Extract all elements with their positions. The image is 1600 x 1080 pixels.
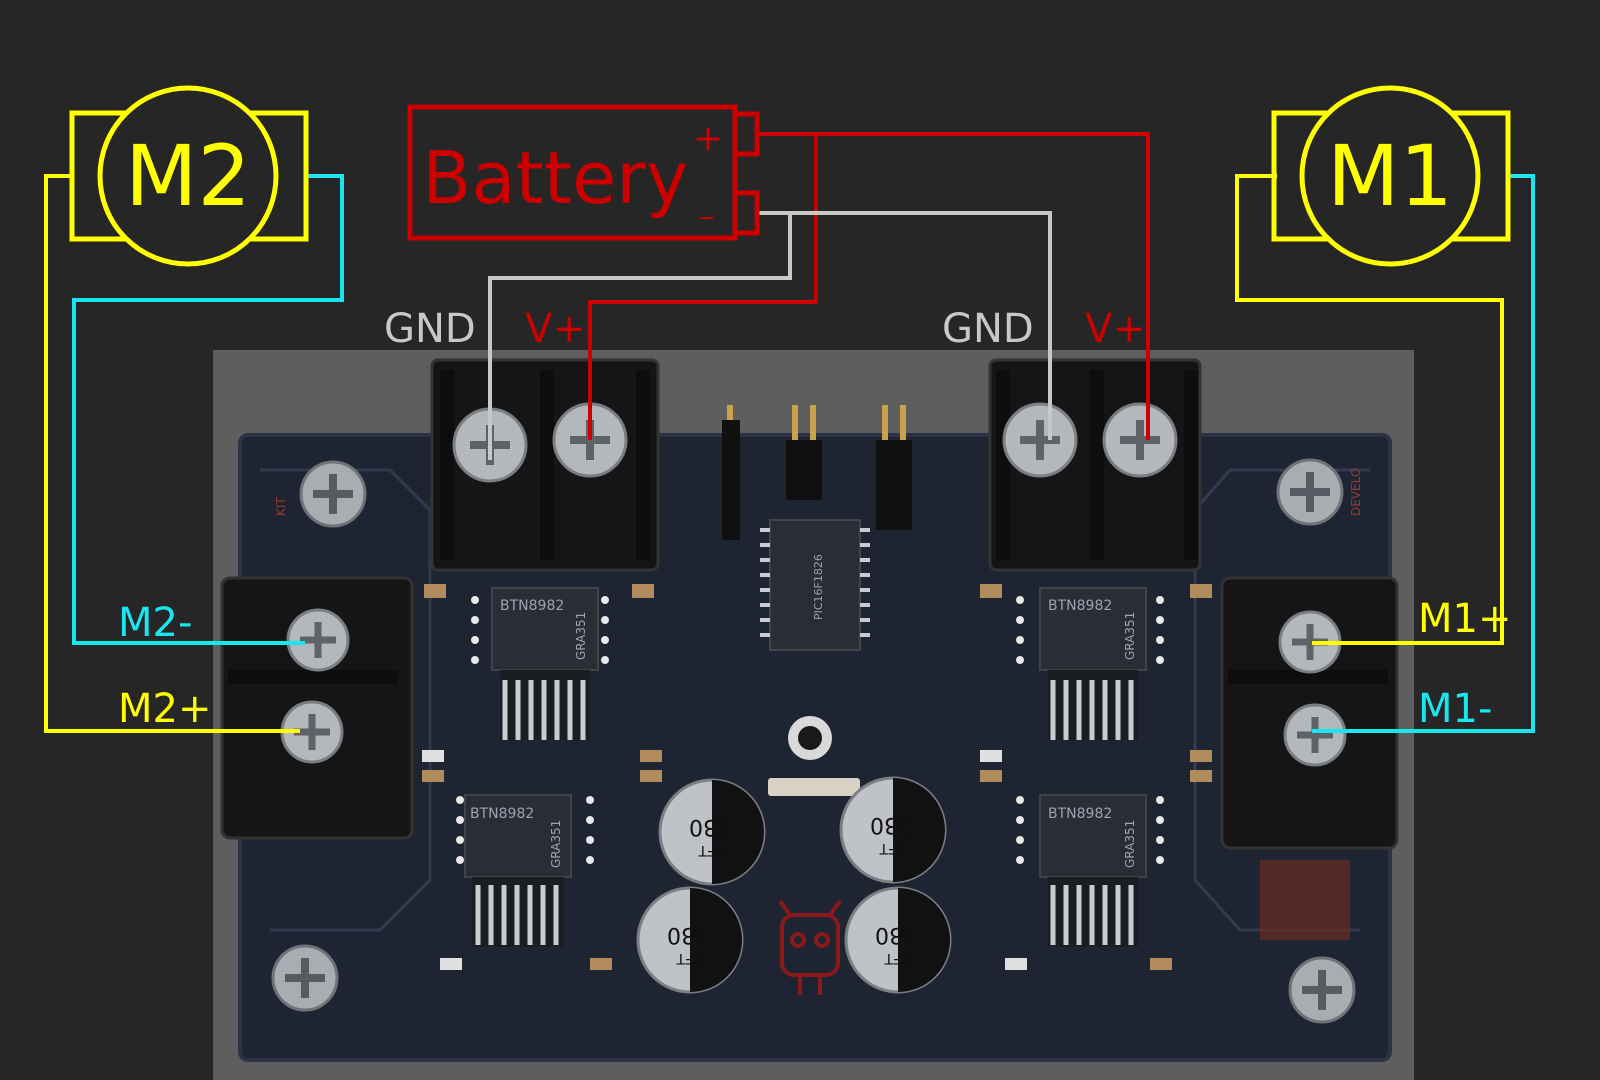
battery-plus-terminal bbox=[732, 111, 760, 157]
label-m2-minus: M2- bbox=[118, 600, 192, 646]
microcontroller-chip: PIC16F1826 bbox=[760, 519, 870, 651]
battery-label: Battery bbox=[422, 136, 688, 220]
mcu-marking: PIC16F1826 bbox=[812, 554, 825, 620]
capacitor: 330 HFT bbox=[636, 886, 744, 994]
power-terminal-block-left bbox=[430, 358, 660, 572]
wire-m1-plus bbox=[1235, 174, 1504, 645]
board-corner-label-right: DEVELO bbox=[1349, 468, 1363, 516]
wire-m2-plus bbox=[44, 174, 300, 733]
header-middle bbox=[786, 440, 822, 500]
cap-code: HFT bbox=[676, 950, 703, 966]
driver-chip-top-left: BTN8982 GRA351 bbox=[491, 587, 599, 740]
cap-code: HFT bbox=[698, 842, 725, 858]
chip-marking: BTN8982 bbox=[500, 598, 564, 614]
battery-minus-sign: _ bbox=[699, 190, 714, 220]
screw-head-icon bbox=[299, 460, 367, 528]
driver-chip-top-right: BTN8982 GRA351 bbox=[1039, 587, 1147, 740]
motor-m2-label: M2 bbox=[125, 127, 251, 225]
cap-value: 330 bbox=[689, 814, 731, 839]
screw-head-icon bbox=[271, 944, 339, 1012]
label-vplus-right: V+ bbox=[1085, 306, 1146, 352]
capacitor: 330 HFT bbox=[844, 886, 952, 994]
chip-code: GRA351 bbox=[574, 612, 588, 660]
chip-code: GRA351 bbox=[1123, 820, 1137, 868]
label-gnd-right: GND bbox=[942, 306, 1034, 352]
capacitor: 330 HFT bbox=[839, 776, 947, 884]
crystal bbox=[768, 778, 860, 796]
motor-m1-symbol: M1 bbox=[1271, 85, 1511, 267]
wire-battery-plus-left bbox=[588, 134, 818, 440]
robot-logo-icon bbox=[778, 899, 842, 995]
screw-head-icon bbox=[1288, 956, 1356, 1024]
wire-battery-minus-right bbox=[757, 211, 1052, 440]
battery-minus-terminal bbox=[732, 190, 760, 236]
cap-value: 330 bbox=[870, 812, 912, 837]
wire-m2-minus bbox=[72, 174, 344, 645]
motor-terminal-block-left bbox=[220, 576, 414, 840]
screw-head-icon bbox=[1276, 458, 1344, 526]
header-right bbox=[876, 440, 912, 530]
smd-components bbox=[422, 584, 1350, 970]
chip-marking: BTN8982 bbox=[1048, 598, 1112, 614]
label-vplus-left: V+ bbox=[525, 306, 586, 352]
board-corner-label-left: KIT bbox=[274, 497, 288, 516]
capacitor: 330 HFT bbox=[658, 778, 766, 886]
header-left bbox=[722, 420, 740, 540]
label-m1-minus: M1- bbox=[1418, 686, 1492, 732]
cap-code: HFT bbox=[879, 840, 906, 856]
driver-chip-bottom-left: BTN8982 GRA351 bbox=[464, 794, 572, 947]
motor-m2-symbol: M2 bbox=[69, 85, 309, 267]
chip-code: GRA351 bbox=[549, 820, 563, 868]
chip-code: GRA351 bbox=[1123, 612, 1137, 660]
wire-m1-minus bbox=[1312, 174, 1535, 733]
chip-marking: BTN8982 bbox=[1048, 806, 1112, 822]
battery-plus-sign: + bbox=[693, 118, 723, 159]
label-gnd-left: GND bbox=[384, 306, 476, 352]
chip-marking: BTN8982 bbox=[470, 806, 534, 822]
wire-battery-minus-left bbox=[488, 213, 792, 460]
driver-chip-bottom-right: BTN8982 GRA351 bbox=[1039, 794, 1147, 947]
power-terminal-block-right bbox=[988, 358, 1202, 572]
motor-m1-label: M1 bbox=[1327, 127, 1453, 225]
label-m1-plus: M1+ bbox=[1418, 596, 1511, 642]
motor-terminal-block-right bbox=[1220, 576, 1399, 850]
battery-symbol: Battery + _ bbox=[407, 104, 760, 241]
via-holes bbox=[456, 596, 1164, 864]
pcb-silk-trace bbox=[260, 468, 432, 932]
cap-code: HFT bbox=[884, 950, 911, 966]
label-m2-plus: M2+ bbox=[118, 686, 211, 732]
cap-value: 330 bbox=[667, 922, 709, 947]
cap-value: 330 bbox=[875, 922, 917, 947]
wire-battery-plus-right bbox=[757, 132, 1150, 440]
